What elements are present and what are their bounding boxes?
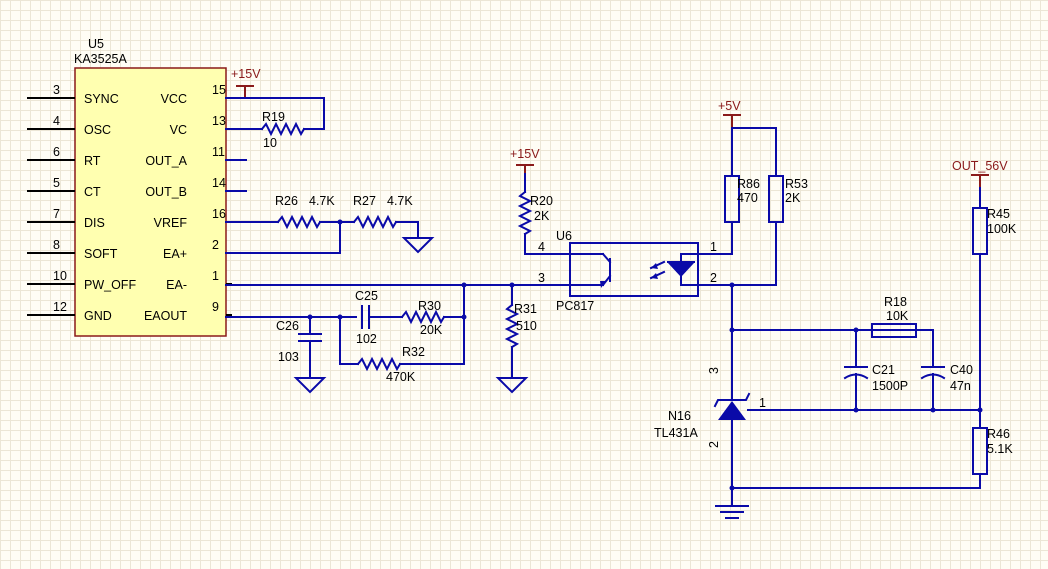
u5-pin-name: DIS [84, 216, 105, 230]
c21-val: 1500P [872, 379, 908, 393]
u6-body [569, 242, 699, 297]
u5-pin-number: 2 [212, 238, 219, 252]
r26-val: 4.7K [309, 194, 335, 208]
u5-pin-number: 1 [212, 269, 219, 283]
ground-symbol [293, 377, 327, 394]
u5-pin-name: OUT_A [145, 154, 187, 168]
n16-pin2: 2 [707, 441, 721, 448]
u5-pin-number: 14 [212, 176, 226, 190]
r27-val: 4.7K [387, 194, 413, 208]
c25-ref: C25 [355, 289, 378, 303]
u5-pin-number: 10 [53, 269, 67, 283]
u5-pin-number: 4 [53, 114, 60, 128]
u5-pin-name: SOFT [84, 247, 118, 261]
power-p5v: +5V [718, 99, 741, 113]
u5-pin-name: VREF [154, 216, 188, 230]
u5-pin-name: VC [170, 123, 187, 137]
u6-ref: U6 [556, 229, 572, 243]
u6-pin3: 3 [538, 271, 545, 285]
u5-pin-number: 6 [53, 145, 60, 159]
eaout-compensation: C26 103 C25 102 R30 20K R32 470K [225, 289, 467, 394]
r45-val: 100K [987, 222, 1017, 236]
c26-val: 103 [278, 350, 299, 364]
vref-divider: R26 4.7K R27 4.7K [225, 194, 435, 254]
u5-pin-number: 7 [53, 207, 60, 221]
u5-part: KA3525A [74, 52, 127, 66]
r20-ref: R20 [530, 194, 553, 208]
r32-ref: R32 [402, 345, 425, 359]
p5v-branch: +5V R86 470 R53 2K [697, 99, 808, 288]
u6-pin4: 4 [538, 240, 545, 254]
u5-pin-name: SYNC [84, 92, 119, 106]
r32-val: 470K [386, 370, 416, 384]
tl431-section: 3 2 1 N16 TL431A C21 1500P R18 10K C40 4… [654, 159, 1017, 519]
r30-val: 20K [420, 323, 443, 337]
c26-ref: C26 [276, 319, 299, 333]
r19-ref: R19 [262, 110, 285, 124]
u5-pin-name: EA- [166, 278, 187, 292]
u5-pin-name: VCC [161, 92, 187, 106]
u5-pin-number: 15 [212, 83, 226, 97]
power-p15v-a: +15V [231, 67, 261, 81]
r46-val: 5.1K [987, 442, 1013, 456]
n16-pin3: 3 [707, 367, 721, 374]
u5-pin-number: 3 [53, 83, 60, 97]
ground-symbol [495, 377, 529, 394]
u5-pin-name: RT [84, 154, 101, 168]
r20-val: 2K [534, 209, 550, 223]
u5-pin-name: OUT_B [145, 185, 187, 199]
n16-pin1: 1 [759, 396, 766, 410]
r86-ref: R86 [737, 177, 760, 191]
u5-designator: U5 [88, 37, 104, 51]
r45-ref: R45 [987, 207, 1010, 221]
power-out56: OUT_56V [952, 159, 1008, 173]
n16-part: TL431A [654, 426, 698, 440]
n16-ref: N16 [668, 409, 691, 423]
c40-ref: C40 [950, 363, 973, 377]
r27-ref: R27 [353, 194, 376, 208]
r26-ref: R26 [275, 194, 298, 208]
power-p15v-b: +15V [510, 147, 540, 161]
u5-pin-number: 8 [53, 238, 60, 252]
u5-pin-name: CT [84, 185, 101, 199]
u5-pin-number: 9 [212, 300, 219, 314]
c21-ref: C21 [872, 363, 895, 377]
c40-val: 47n [950, 379, 971, 393]
u5-pin-number: 12 [53, 300, 67, 314]
r46-ref: R46 [987, 427, 1010, 441]
u5-pin-name: EA+ [163, 247, 187, 261]
r18-ref: R18 [884, 295, 907, 309]
u6-part: PC817 [556, 299, 594, 313]
vcc-net: +15V R19 10 [225, 67, 325, 150]
r19-val: 10 [263, 136, 277, 150]
r53-val: 2K [785, 191, 801, 205]
c25-val: 102 [356, 332, 377, 346]
u5-pin-number: 5 [53, 176, 60, 190]
u5-pin-name: GND [84, 309, 112, 323]
u5-pins: 3SYNC4OSC6RT5CT7DIS8SOFT10PW_OFF12GND15V… [27, 83, 232, 323]
ea-minus-net: R31 510 [225, 282, 589, 394]
u5-body [74, 67, 227, 337]
r53-ref: R53 [785, 177, 808, 191]
r20-branch: +15V R20 2K [510, 147, 589, 255]
r86-val: 470 [737, 191, 758, 205]
u5-pin-number: 16 [212, 207, 226, 221]
u5-pin-number: 11 [212, 145, 225, 159]
ground-symbol [401, 237, 435, 254]
u5-pin-name: EAOUT [144, 309, 187, 323]
u5-pin-name: OSC [84, 123, 111, 137]
r18-val: 10K [886, 309, 909, 323]
r31-val: 510 [516, 319, 537, 333]
u6-optocoupler[interactable]: U6 PC817 4 3 1 2 [538, 229, 717, 313]
u5-pin-name: PW_OFF [84, 278, 136, 292]
r31-ref: R31 [514, 302, 537, 316]
r30-ref: R30 [418, 299, 441, 313]
u6-pin1: 1 [710, 240, 717, 254]
u6-pin2: 2 [710, 271, 717, 285]
u5-pin-number: 13 [212, 114, 226, 128]
